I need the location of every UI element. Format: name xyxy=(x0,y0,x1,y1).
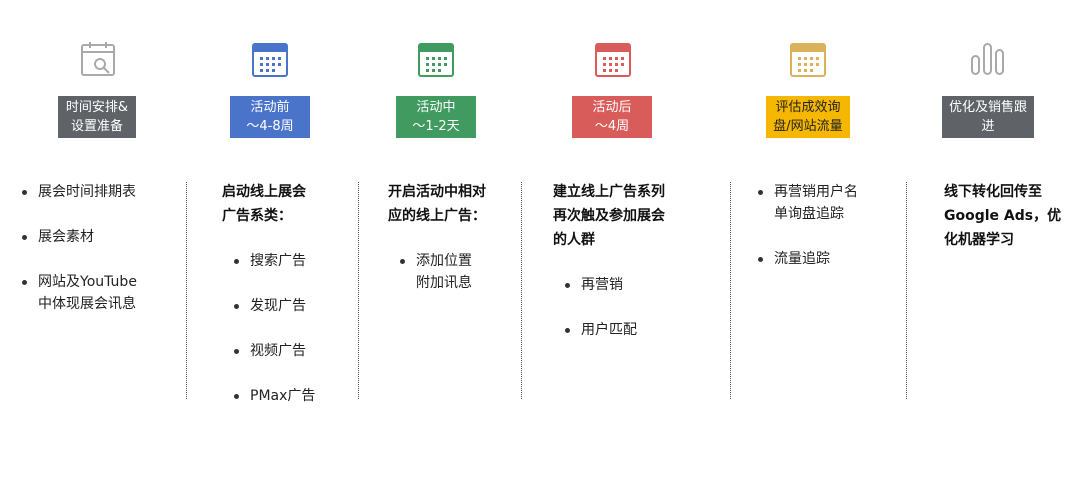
column-evaluate: 再营销用户名 单询盘追踪 流量追踪 xyxy=(758,181,898,270)
column-divider xyxy=(906,182,907,399)
list-item: 再营销 xyxy=(565,274,728,296)
list-item: 发现广告 xyxy=(234,295,352,317)
list-item: 展会时间排期表 xyxy=(22,181,182,203)
stage-label-evaluate: 评估成效询 盘/网站流量 xyxy=(766,96,850,138)
column-heading: 启动线上展会 广告系类： xyxy=(222,184,306,224)
calendar-icon xyxy=(595,43,631,77)
stage-label-during: 活动中 ～1-2天 xyxy=(396,96,476,138)
calendar-search-icon xyxy=(81,42,115,76)
column-before: 启动线上展会 广告系类： 搜索广告 发现广告 视频广告 PMax广告 xyxy=(222,180,352,407)
stage-label-after: 活动后 ～4周 xyxy=(572,96,652,138)
column-divider xyxy=(730,182,731,399)
column-divider xyxy=(521,182,522,399)
list-item: 网站及YouTube 中体现展会讯息 xyxy=(22,271,182,315)
list-item: 搜索广告 xyxy=(234,250,352,272)
list-item: PMax广告 xyxy=(234,385,352,407)
bar-chart-icon xyxy=(971,43,1004,75)
list-item: 展会素材 xyxy=(22,226,182,248)
stage-label-optimize: 优化及销售跟 进 xyxy=(942,96,1034,138)
calendar-icon xyxy=(418,43,454,77)
column-optimize: 线下转化回传至 Google Ads，优 化机器学习 xyxy=(944,180,1074,252)
list-item: 流量追踪 xyxy=(758,248,898,270)
column-during: 开启活动中相对 应的线上广告： 添加位置 附加讯息 xyxy=(388,180,518,294)
column-heading: 线下转化回传至 Google Ads，优 化机器学习 xyxy=(944,184,1062,248)
list-item: 添加位置 附加讯息 xyxy=(400,250,518,294)
stage-label-before: 活动前 ～4-8周 xyxy=(230,96,310,138)
list-item: 再营销用户名 单询盘追踪 xyxy=(758,181,898,225)
calendar-icon xyxy=(252,43,288,77)
column-heading: 开启活动中相对 应的线上广告： xyxy=(388,184,486,224)
stage-label-prep: 时间安排& 设置准备 xyxy=(58,96,136,138)
list-item: 视频广告 xyxy=(234,340,352,362)
column-after: 建立线上广告系列 再次触及参加展会 的人群 再营销 用户匹配 xyxy=(553,180,728,341)
list-item: 用户匹配 xyxy=(565,319,728,341)
calendar-icon xyxy=(790,43,826,77)
column-heading: 建立线上广告系列 再次触及参加展会 的人群 xyxy=(553,184,665,248)
column-divider xyxy=(186,182,187,399)
column-divider xyxy=(358,182,359,399)
column-prep: 展会时间排期表 展会素材 网站及YouTube 中体现展会讯息 xyxy=(22,181,182,315)
